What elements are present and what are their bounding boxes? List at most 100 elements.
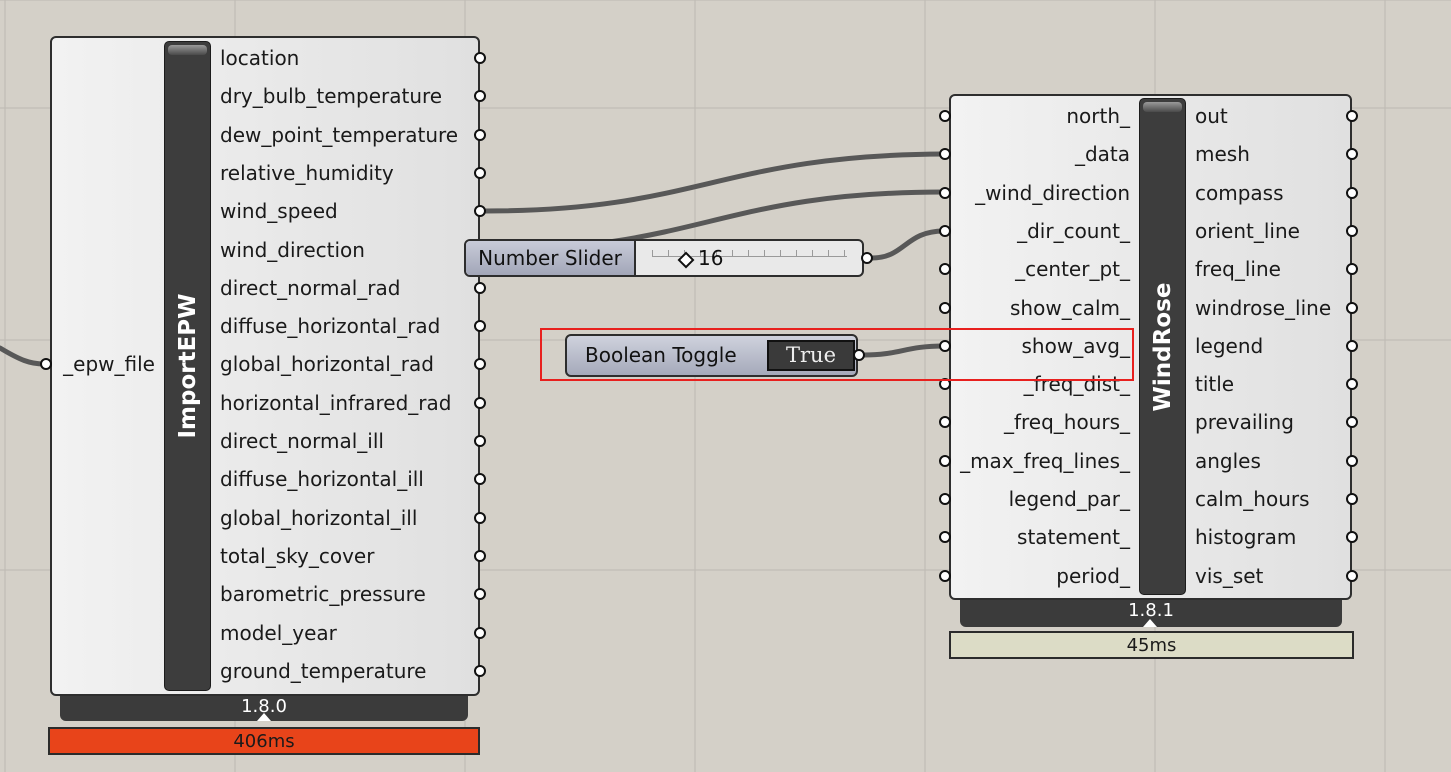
output-grip[interactable] xyxy=(1346,339,1358,352)
output-grip[interactable] xyxy=(1346,378,1358,391)
number-slider[interactable]: Number Slider 16 xyxy=(464,239,864,277)
input-param-epw-file[interactable]: _epw_file xyxy=(63,352,155,376)
importepw-nickname-bar[interactable]: ImportEPW xyxy=(164,41,211,691)
output-grip[interactable] xyxy=(1346,493,1358,505)
input-param[interactable]: period_ xyxy=(1056,563,1130,588)
output-grip[interactable] xyxy=(474,358,486,371)
output-param[interactable]: relative_humidity xyxy=(220,160,394,185)
output-param[interactable]: calm_hours xyxy=(1195,487,1310,511)
output-param[interactable]: global_horizontal_ill xyxy=(220,505,418,530)
output-param[interactable]: diffuse_horizontal_ill xyxy=(220,467,424,492)
output-param[interactable]: barometric_pressure xyxy=(220,582,426,607)
input-param[interactable]: _max_freq_lines_ xyxy=(960,448,1130,473)
output-param[interactable]: model_year xyxy=(220,620,337,645)
input-grip-epw-file[interactable] xyxy=(40,358,52,370)
output-grip[interactable] xyxy=(1346,110,1358,122)
input-param[interactable]: statement_ xyxy=(1017,525,1130,550)
output-grip[interactable] xyxy=(474,588,486,601)
input-grip[interactable] xyxy=(939,493,951,505)
output-grip[interactable] xyxy=(1346,224,1358,237)
output-param[interactable]: dry_bulb_temperature xyxy=(220,84,443,109)
output-grip[interactable] xyxy=(1346,263,1358,276)
output-grip[interactable] xyxy=(474,664,486,677)
input-grip[interactable] xyxy=(939,378,951,391)
output-param[interactable]: compass xyxy=(1195,180,1284,205)
output-param[interactable]: dew_point_temperature xyxy=(220,122,459,147)
output-param[interactable]: freq_line xyxy=(1195,257,1281,282)
output-param[interactable]: total_sky_cover xyxy=(220,543,375,568)
output-grip[interactable] xyxy=(474,473,486,486)
input-param[interactable]: _dir_count_ xyxy=(1017,218,1130,243)
boolean-toggle[interactable]: Boolean Toggle True xyxy=(565,334,858,377)
input-grip[interactable] xyxy=(939,263,951,276)
output-grip[interactable] xyxy=(474,90,486,103)
input-param[interactable]: legend_par_ xyxy=(1008,487,1130,511)
output-grip[interactable] xyxy=(474,205,486,218)
output-grip[interactable] xyxy=(474,626,486,639)
input-param[interactable]: _data xyxy=(1074,142,1130,167)
number-slider-value[interactable]: 16 xyxy=(698,246,724,270)
output-param[interactable]: direct_normal_ill xyxy=(220,429,384,453)
output-param[interactable]: mesh xyxy=(1195,142,1250,167)
output-param[interactable]: ground_temperature xyxy=(220,658,427,683)
output-grip[interactable] xyxy=(474,166,486,179)
version-notch xyxy=(257,713,271,721)
input-param[interactable]: _freq_dist_ xyxy=(1023,372,1130,397)
output-grip[interactable] xyxy=(474,549,486,562)
input-param[interactable]: show_calm_ xyxy=(1010,295,1130,320)
slider-output-grip[interactable] xyxy=(861,252,873,264)
input-grip[interactable] xyxy=(939,301,951,314)
input-param[interactable]: show_avg_ xyxy=(1021,333,1130,358)
output-param[interactable]: legend xyxy=(1195,333,1264,358)
output-grip[interactable] xyxy=(474,396,486,409)
importepw-component[interactable] xyxy=(50,36,480,696)
output-grip[interactable] xyxy=(1346,301,1358,314)
output-grip[interactable] xyxy=(1346,148,1358,161)
output-grip[interactable] xyxy=(474,320,486,333)
output-param[interactable]: windrose_line xyxy=(1195,295,1332,320)
input-grip[interactable] xyxy=(939,148,951,161)
output-grip[interactable] xyxy=(1346,531,1358,544)
output-grip[interactable] xyxy=(474,52,486,64)
output-param[interactable]: global_horizontal_rad xyxy=(220,352,434,377)
input-param[interactable]: _wind_direction xyxy=(975,180,1130,205)
output-param[interactable]: wind_direction xyxy=(220,237,365,262)
output-param[interactable]: orient_line xyxy=(1195,218,1300,243)
boolean-toggle-value[interactable]: True xyxy=(767,340,855,371)
input-param[interactable]: _center_pt_ xyxy=(1015,257,1130,282)
input-grip[interactable] xyxy=(939,110,951,122)
output-grip[interactable] xyxy=(474,281,486,294)
output-grip[interactable] xyxy=(474,511,486,524)
input-grip[interactable] xyxy=(939,569,951,582)
windrose-nickname-bar[interactable]: WindRose xyxy=(1139,98,1186,595)
output-param[interactable]: angles xyxy=(1195,448,1261,473)
output-param[interactable]: histogram xyxy=(1195,525,1297,550)
output-grip[interactable] xyxy=(1346,454,1358,467)
importepw-title: ImportEPW xyxy=(174,293,201,439)
output-param[interactable]: prevailing xyxy=(1195,410,1294,435)
output-param[interactable]: title xyxy=(1195,372,1235,397)
output-param[interactable]: location xyxy=(220,46,300,70)
input-grip[interactable] xyxy=(939,454,951,467)
input-grip[interactable] xyxy=(939,224,951,237)
output-grip[interactable] xyxy=(1346,186,1358,199)
slider-track[interactable] xyxy=(652,245,847,269)
output-param[interactable]: vis_set xyxy=(1195,563,1264,588)
output-grip[interactable] xyxy=(474,128,486,141)
output-param[interactable]: out xyxy=(1195,104,1228,128)
input-grip[interactable] xyxy=(939,531,951,544)
output-grip[interactable] xyxy=(474,435,486,447)
output-param[interactable]: direct_normal_rad xyxy=(220,275,401,300)
input-grip[interactable] xyxy=(939,339,951,352)
input-grip[interactable] xyxy=(939,186,951,199)
slider-rail xyxy=(652,256,847,257)
input-param[interactable]: north_ xyxy=(1066,104,1130,128)
output-param[interactable]: diffuse_horizontal_rad xyxy=(220,314,441,339)
toggle-output-grip[interactable] xyxy=(853,349,865,361)
input-grip[interactable] xyxy=(939,416,951,429)
output-param[interactable]: horizontal_infrared_rad xyxy=(220,390,452,415)
output-grip[interactable] xyxy=(1346,416,1358,429)
input-param[interactable]: _freq_hours_ xyxy=(1003,410,1130,435)
output-grip[interactable] xyxy=(1346,569,1358,582)
output-param[interactable]: wind_speed xyxy=(220,199,338,224)
